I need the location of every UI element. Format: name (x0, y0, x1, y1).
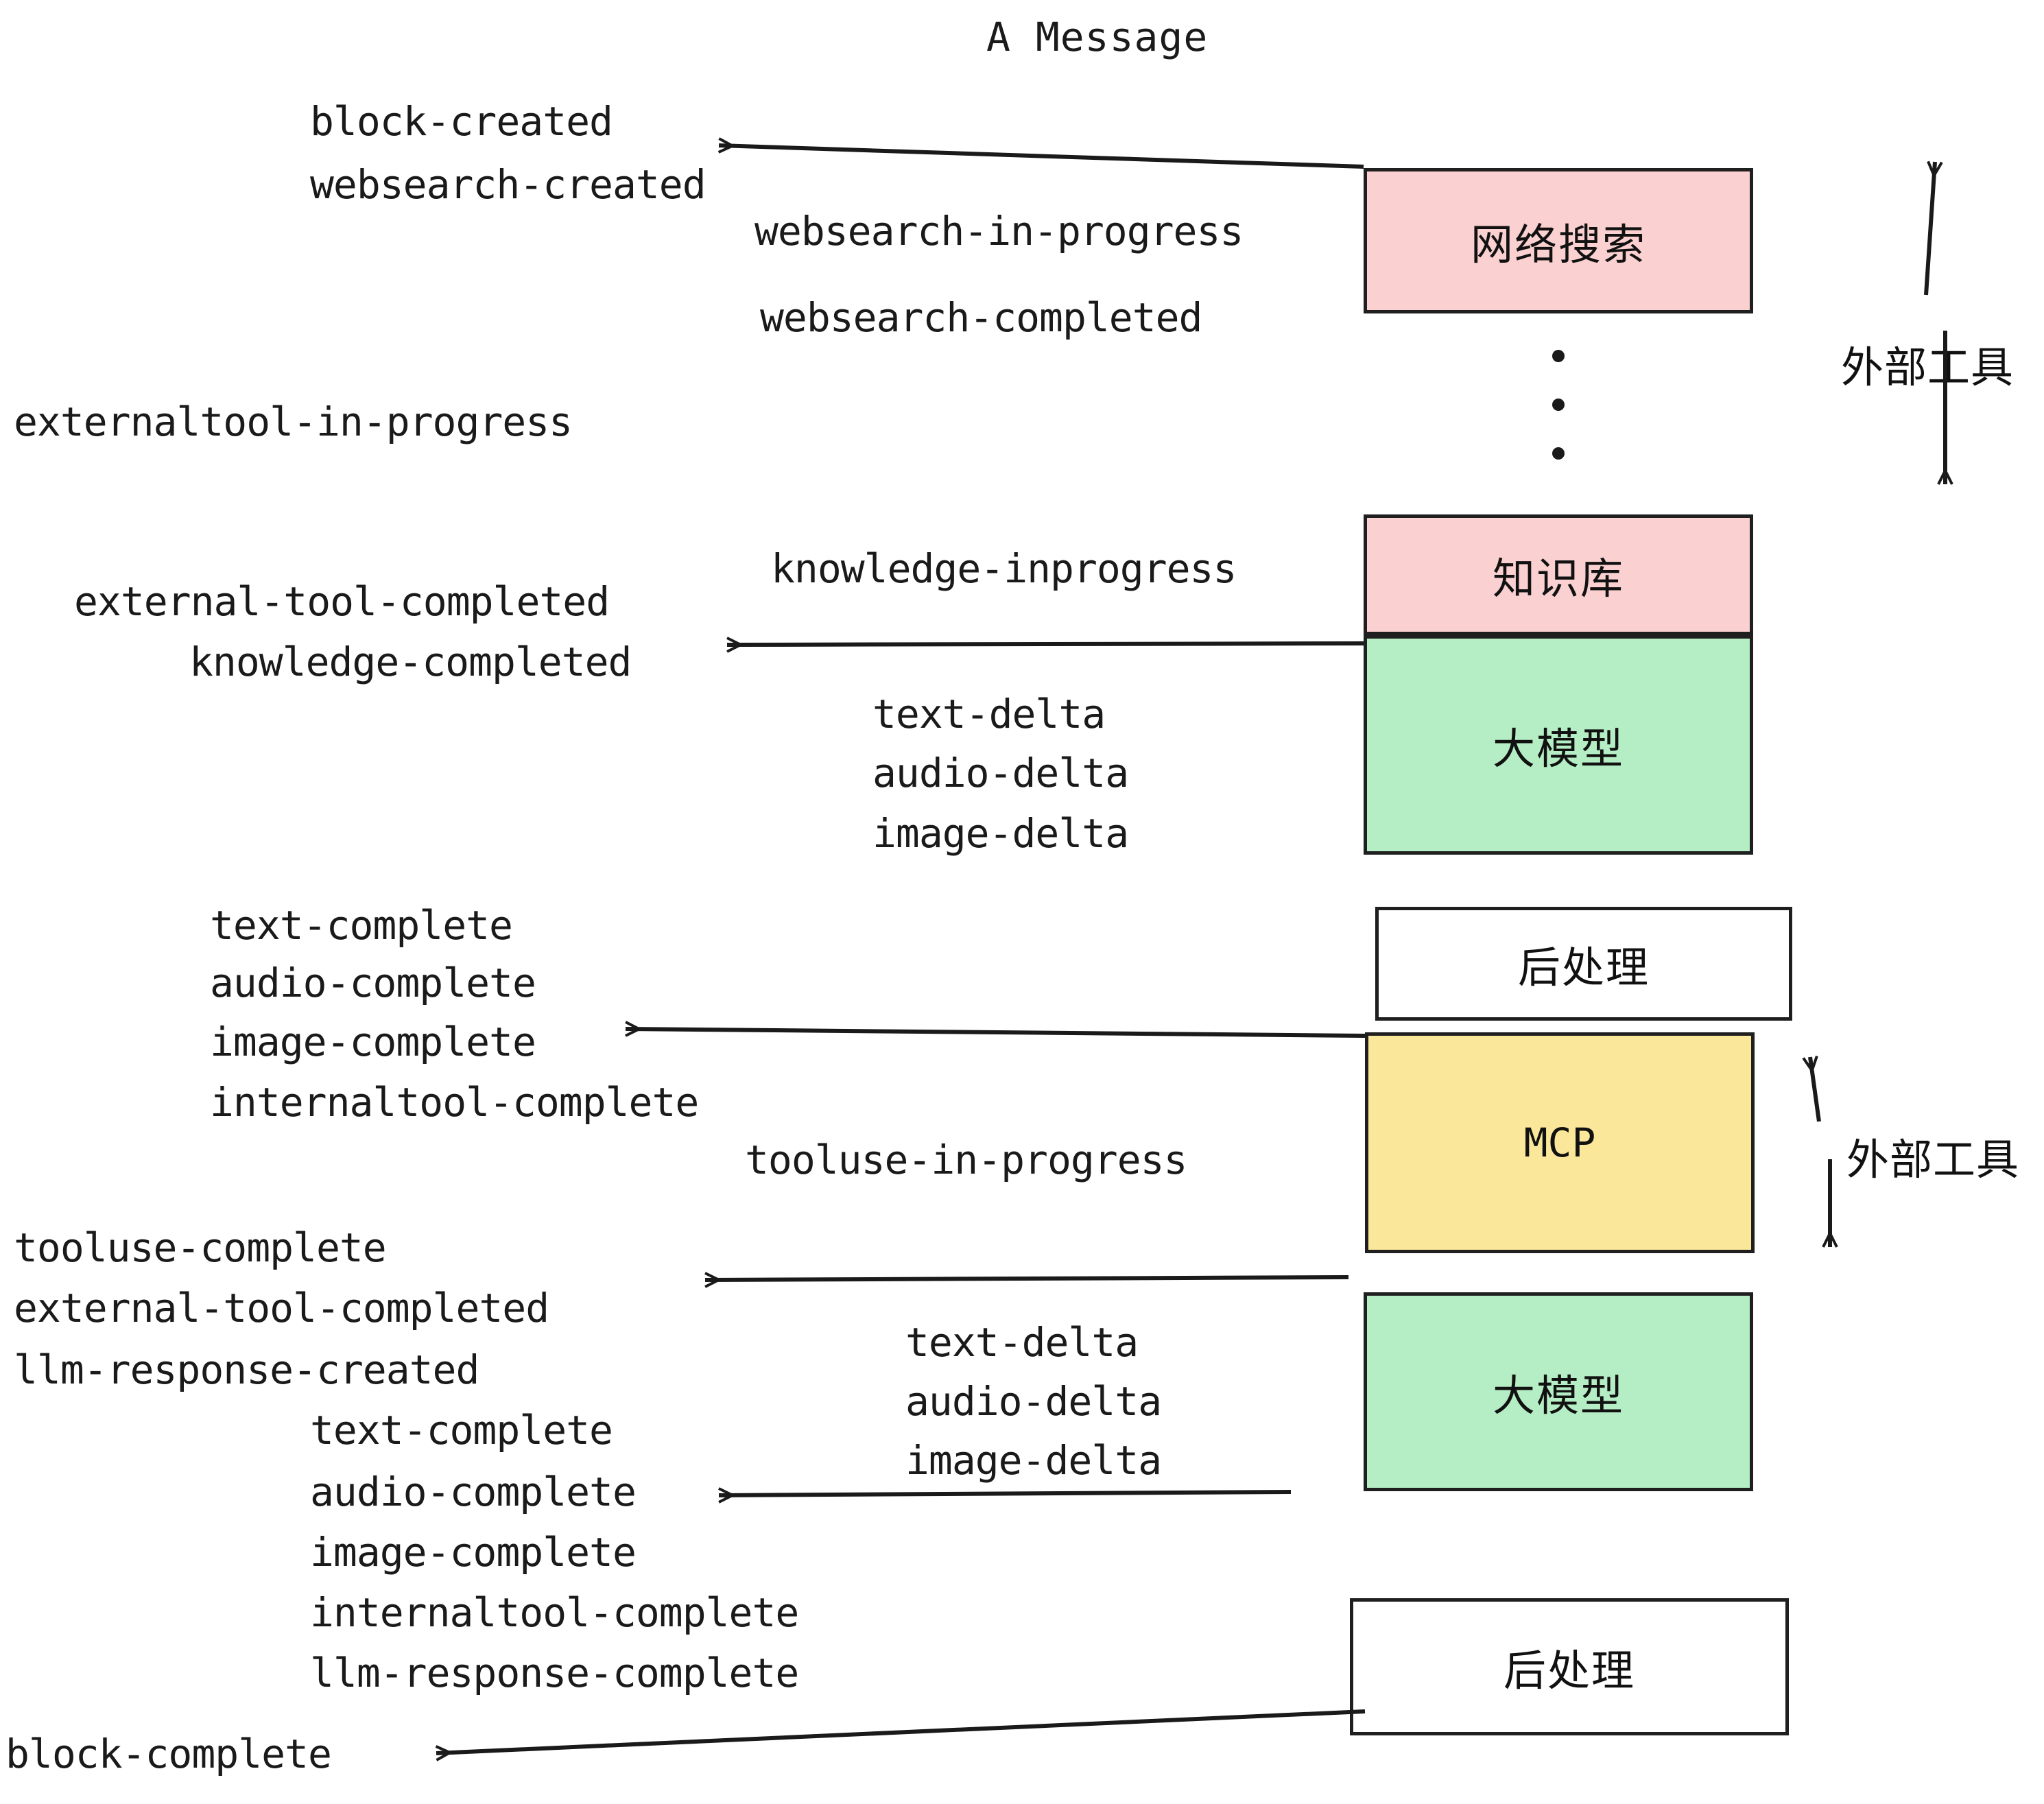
side-label-external-tools-top: 外部工具 (1841, 342, 2015, 392)
event-label-llm-response-created: llm-response-created (14, 1346, 479, 1393)
event-label-audio-delta-1: audio-delta (872, 750, 1129, 796)
node-llm-1: 大模型 (1364, 635, 1753, 855)
arrow-postprocess-to-block-complete (436, 1709, 1366, 1753)
event-label-audio-delta-2: audio-delta (905, 1378, 1162, 1425)
event-label-image-delta-2: image-delta (905, 1437, 1162, 1484)
event-label-text-delta-1: text-delta (872, 691, 1106, 737)
event-label-externaltool-in-progress: externaltool-in-progress (14, 399, 573, 445)
arrow-knowledge-to-knowledge-completed (727, 643, 1364, 645)
event-label-image-complete-2: image-complete (310, 1529, 637, 1576)
arrow-llm-to-audio-complete (719, 1492, 1292, 1495)
event-label-external-tool-completed-1: external-tool-completed (74, 578, 610, 625)
node-websearch: 网络搜索 (1364, 168, 1753, 313)
event-label-knowledge-completed: knowledge-completed (189, 639, 632, 685)
node-mcp-label: MCP (1523, 1119, 1596, 1166)
node-postprocess-1-label: 后处理 (1517, 942, 1650, 993)
event-label-text-complete-1: text-complete (210, 902, 513, 949)
node-websearch-label: 网络搜索 (1470, 219, 1646, 270)
vertical-ellipsis (1552, 350, 1565, 460)
node-llm-1-label: 大模型 (1492, 724, 1624, 774)
node-knowledge-label: 知识库 (1492, 554, 1624, 604)
event-label-websearch-in-progress: websearch-in-progress (754, 208, 1244, 254)
node-mcp: MCP (1365, 1032, 1755, 1253)
node-llm-2: 大模型 (1364, 1292, 1753, 1491)
event-label-websearch-completed: websearch-completed (760, 294, 1202, 341)
node-postprocess-1: 后处理 (1375, 907, 1792, 1021)
event-label-text-delta-2: text-delta (905, 1319, 1139, 1366)
event-label-websearch-created: websearch-created (310, 161, 706, 208)
event-label-text-complete-2: text-complete (310, 1407, 613, 1453)
arrow-websearch-to-block-created (719, 145, 1364, 169)
event-label-block-complete: block-complete (5, 1731, 332, 1777)
arrow-mcp-to-tooluse-complete (705, 1277, 1349, 1280)
arrow-external-tools-bottom-up (1810, 1057, 1821, 1122)
node-postprocess-2: 后处理 (1350, 1598, 1789, 1735)
node-knowledge: 知识库 (1364, 514, 1753, 635)
event-label-tooluse-in-progress: tooluse-in-progress (745, 1137, 1187, 1183)
node-postprocess-2-label: 后处理 (1503, 1646, 1635, 1696)
event-label-knowledge-inprogress: knowledge-inprogress (771, 545, 1237, 592)
arrow-postprocess-to-image-complete (626, 1029, 1366, 1038)
event-label-external-tool-completed-2: external-tool-completed (14, 1285, 549, 1331)
event-label-audio-complete-1: audio-complete (210, 960, 536, 1006)
event-label-internaltool-complete-2: internaltool-complete (310, 1589, 799, 1636)
side-label-external-tools-bottom: 外部工具 (1846, 1135, 2020, 1185)
event-label-block-created: block-created (310, 98, 613, 145)
event-label-internaltool-complete-1: internaltool-complete (210, 1079, 699, 1126)
event-label-llm-response-complete: llm-response-complete (310, 1650, 799, 1696)
event-label-image-delta-1: image-delta (872, 810, 1129, 857)
diagram-title: A Message (986, 14, 1209, 60)
event-label-image-complete-1: image-complete (210, 1019, 536, 1065)
arrow-external-tools-top-up (1924, 162, 1935, 296)
event-label-tooluse-complete: tooluse-complete (14, 1224, 387, 1271)
node-llm-2-label: 大模型 (1492, 1370, 1624, 1421)
event-label-audio-complete-2: audio-complete (310, 1469, 637, 1515)
